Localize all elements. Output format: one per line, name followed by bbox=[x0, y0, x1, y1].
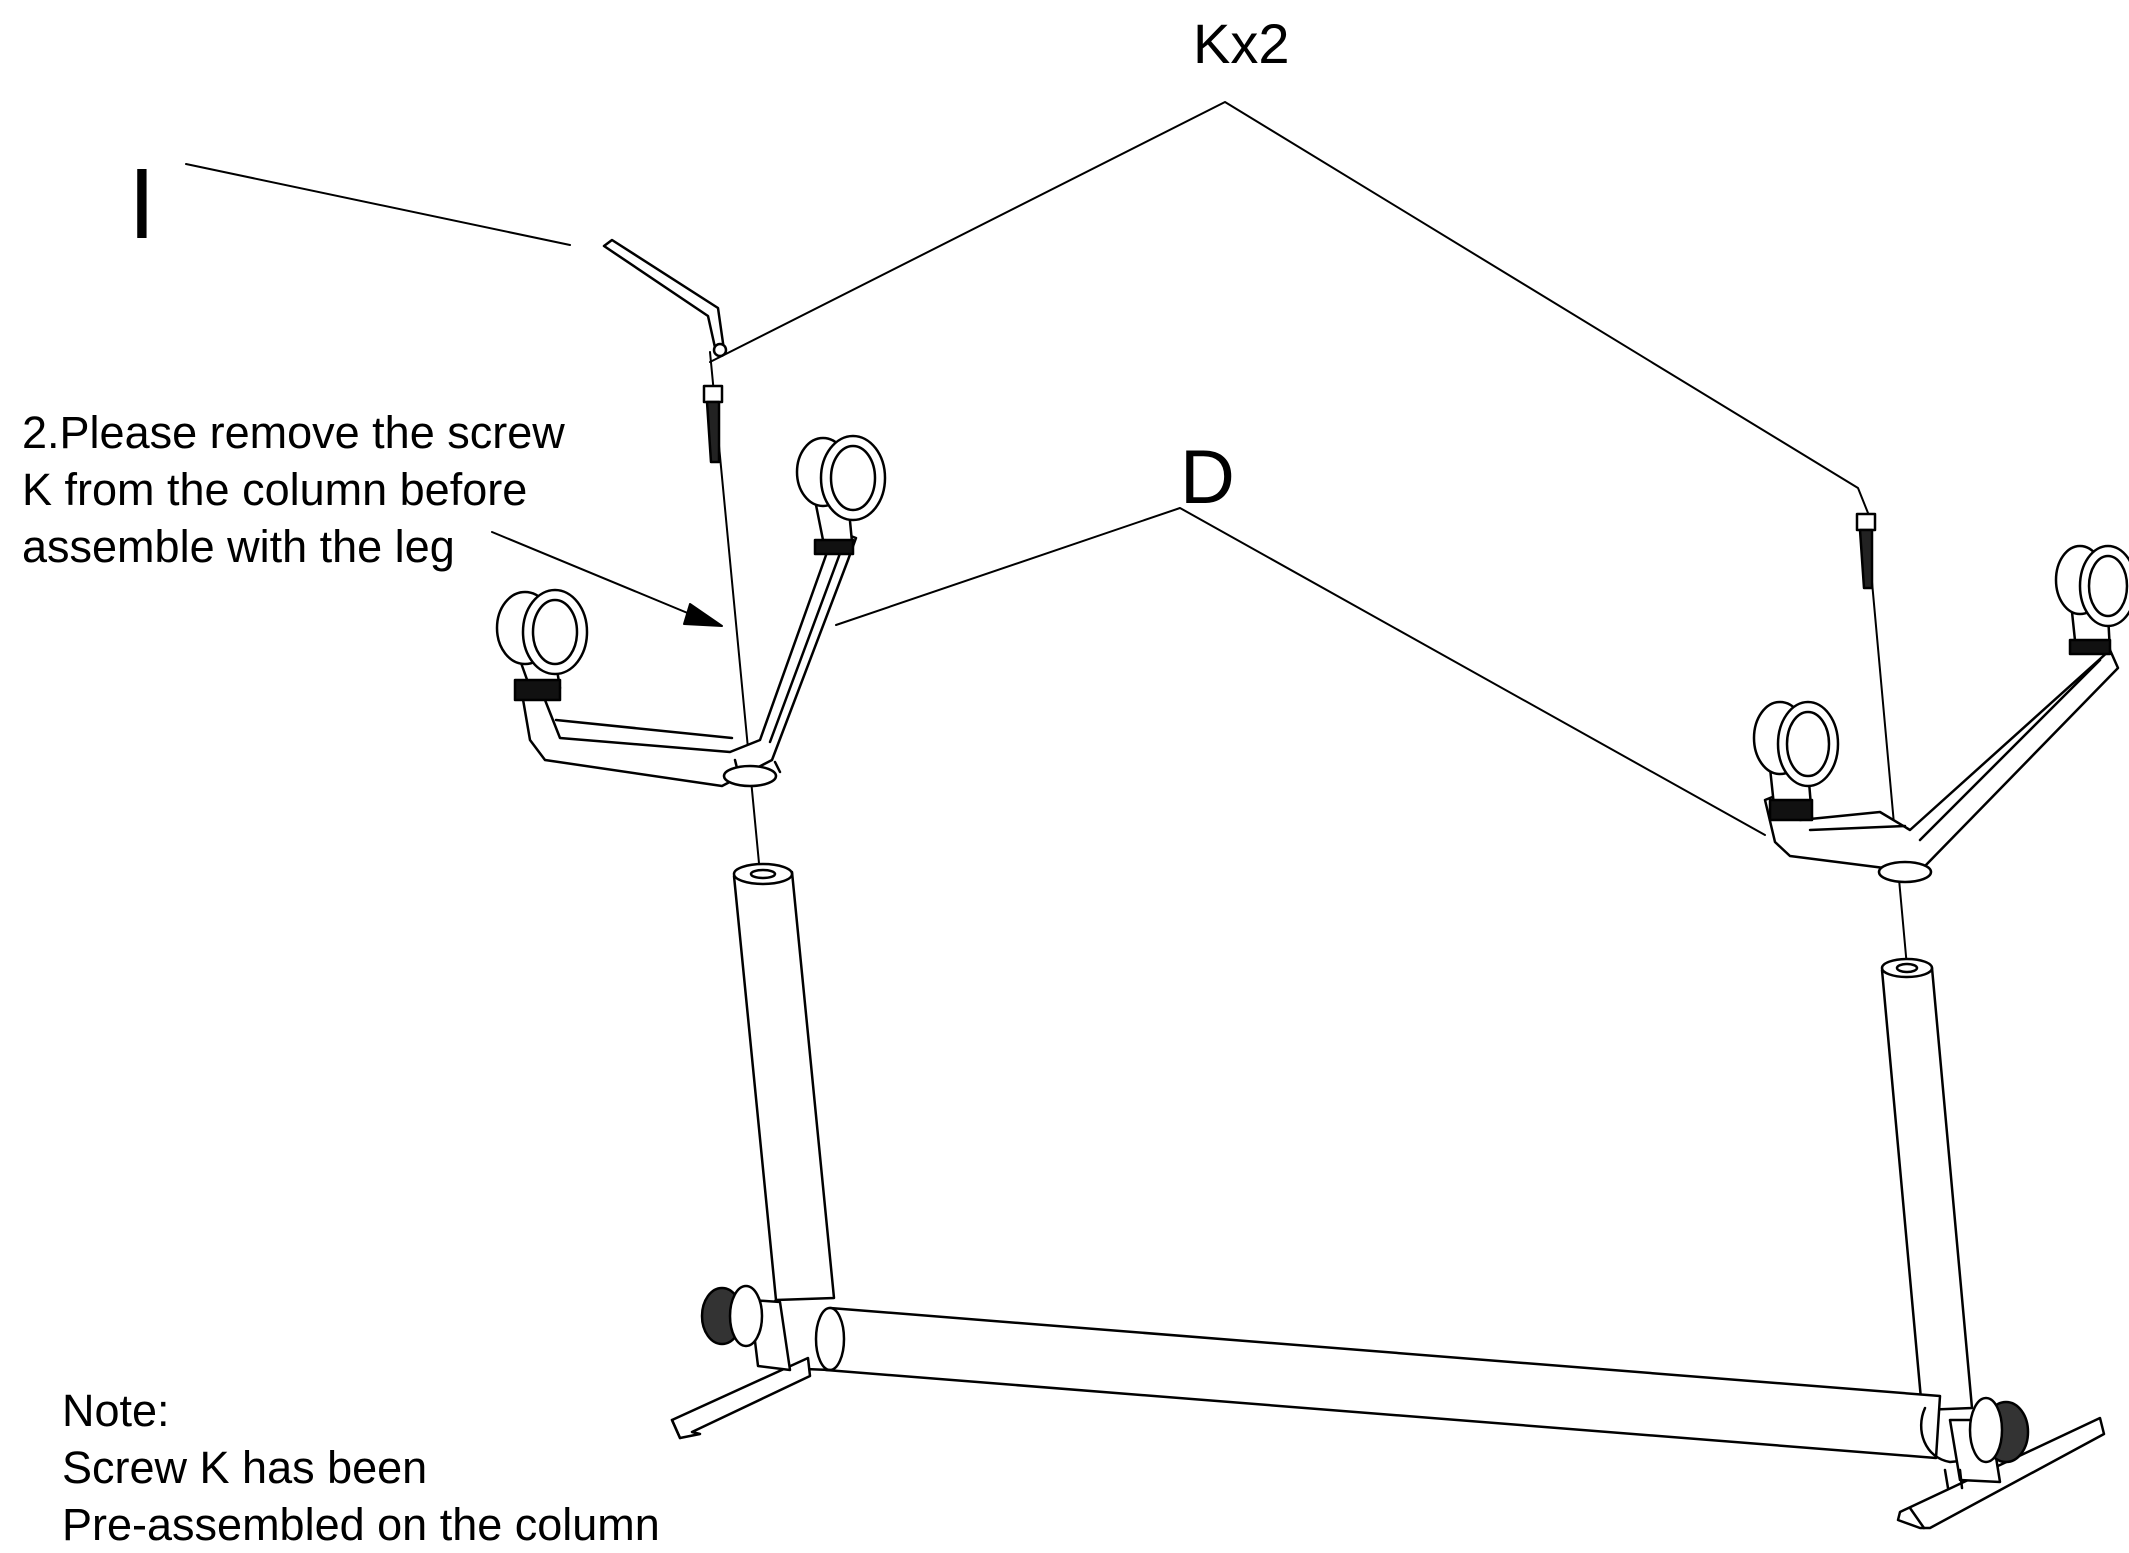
instruction-arrow-head bbox=[683, 603, 723, 627]
screw-callout-label: Kx2 bbox=[1193, 12, 1290, 75]
leg-bracket-right bbox=[1752, 544, 2129, 884]
right-assembly-axis bbox=[1869, 559, 1911, 1001]
column-right bbox=[1880, 957, 1974, 1412]
foot-pad-right-a bbox=[1752, 700, 1840, 822]
base-crossbar bbox=[763, 1298, 1992, 1464]
foot-pad-right-b bbox=[2054, 544, 2129, 656]
column-left bbox=[732, 862, 836, 1302]
note-line-1: Screw K has been bbox=[62, 1442, 428, 1493]
base-foot-left bbox=[670, 1284, 812, 1440]
foot-pad-left-a bbox=[495, 588, 589, 702]
note-heading: Note: bbox=[62, 1385, 170, 1436]
instruction-text: 2.Please remove the screw K from the col… bbox=[22, 404, 565, 575]
instruction-line-3: assemble with the leg bbox=[22, 521, 455, 572]
note-text: Note: Screw K has been Pre-assembled on … bbox=[62, 1382, 660, 1553]
leader-lines bbox=[185, 101, 1911, 1031]
screw-icon-left bbox=[702, 384, 724, 464]
base-foot-right bbox=[1896, 1396, 2106, 1530]
screw-icon-right bbox=[1855, 512, 1877, 590]
allen-key-icon bbox=[602, 238, 728, 358]
instruction-arrow-line bbox=[491, 531, 691, 615]
instruction-line-1: 2.Please remove the screw bbox=[22, 407, 565, 458]
leg-leader-line bbox=[835, 507, 1766, 836]
tool-leader-line bbox=[185, 163, 571, 246]
leg-callout-label: D bbox=[1180, 435, 1235, 520]
tool-callout-label: I bbox=[128, 148, 156, 260]
leg-bracket-left bbox=[495, 434, 887, 788]
foot-pad-left-b bbox=[795, 434, 887, 556]
note-line-2: Pre-assembled on the column bbox=[62, 1499, 660, 1550]
screw-leader-line bbox=[709, 101, 1871, 519]
instruction-line-2: K from the column before bbox=[22, 464, 528, 515]
